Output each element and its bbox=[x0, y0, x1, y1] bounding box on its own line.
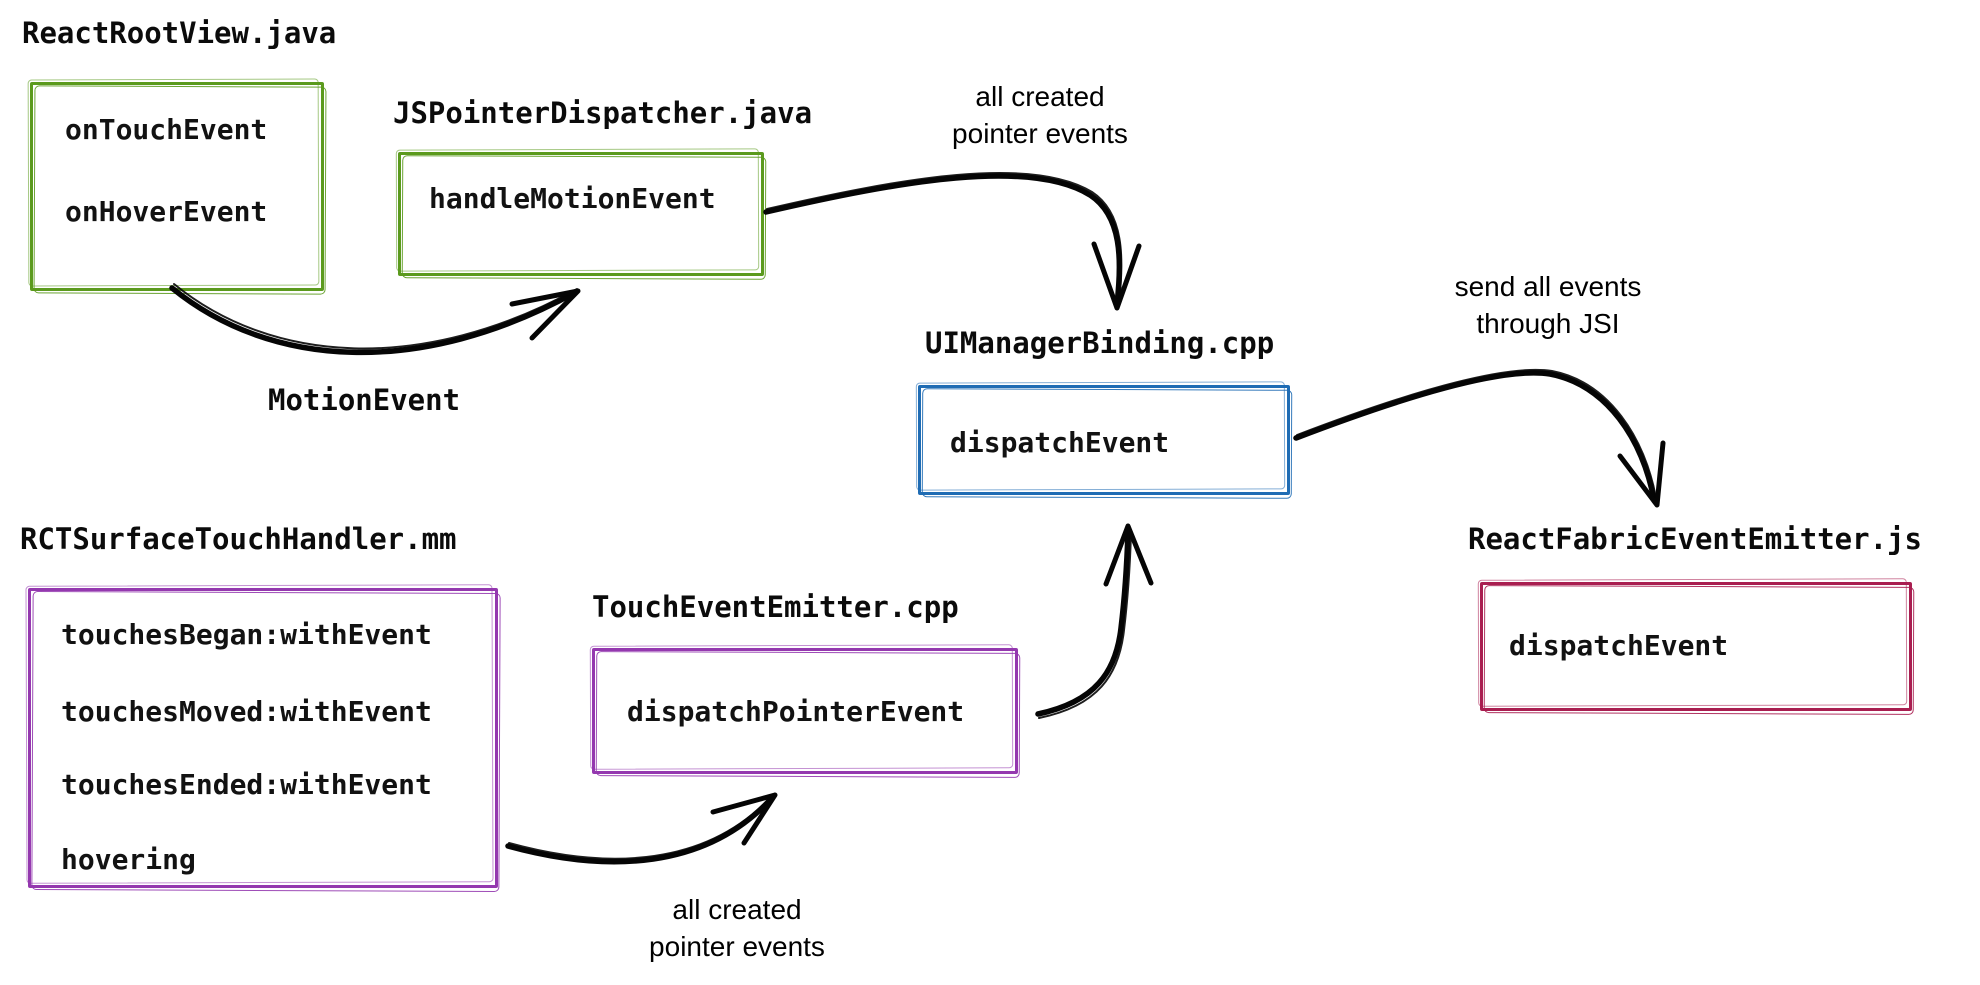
method-hovering: hovering bbox=[61, 843, 196, 876]
node-box-react-root-view: onTouchEvent onHoverEvent bbox=[30, 82, 324, 291]
node-box-touch-event-emitter: dispatchPointerEvent bbox=[592, 648, 1018, 774]
arrow-android-pointer-events bbox=[763, 171, 1142, 311]
arrow-motion-event bbox=[169, 283, 581, 355]
edge-label-motion-event: MotionEvent bbox=[268, 383, 461, 417]
file-title-touch-event-emitter: TouchEventEmitter.cpp bbox=[592, 590, 959, 624]
node-box-react-fabric-event-emitter: dispatchEvent bbox=[1480, 582, 1912, 711]
method-dispatch-event-binding: dispatchEvent bbox=[950, 426, 1170, 459]
method-touches-ended: touchesEnded:withEvent bbox=[61, 768, 432, 801]
edge-label-send-through-jsi: send all events through JSI bbox=[1454, 271, 1642, 339]
node-box-ui-manager-binding: dispatchEvent bbox=[918, 385, 1290, 495]
edge-label-android-pointer-events: all created pointer events bbox=[952, 81, 1128, 149]
arrow-dispatch-pointer-event bbox=[1035, 523, 1154, 719]
method-touches-moved: touchesMoved:withEvent bbox=[61, 695, 432, 728]
file-title-react-root-view: ReactRootView.java bbox=[22, 16, 337, 50]
method-handle-motion-event: handleMotionEvent bbox=[429, 182, 716, 215]
arrow-ios-pointer-events bbox=[505, 792, 778, 865]
node-box-js-pointer-dispatcher: handleMotionEvent bbox=[398, 152, 764, 276]
method-on-touch-event: onTouchEvent bbox=[65, 113, 268, 146]
file-title-ui-manager-binding: UIManagerBinding.cpp bbox=[925, 326, 1275, 360]
edge-label-ios-pointer-events: all created pointer events bbox=[649, 894, 825, 962]
method-on-hover-event: onHoverEvent bbox=[65, 195, 268, 228]
method-dispatch-pointer-event: dispatchPointerEvent bbox=[627, 695, 965, 728]
file-title-js-pointer-dispatcher: JSPointerDispatcher.java bbox=[393, 96, 813, 130]
node-box-rct-surface-touch-handler: touchesBegan:withEvent touchesMoved:with… bbox=[28, 588, 498, 888]
file-title-react-fabric-event-emitter: ReactFabricEventEmitter.js bbox=[1468, 522, 1922, 556]
method-touches-began: touchesBegan:withEvent bbox=[61, 618, 432, 651]
arrow-send-through-jsi bbox=[1293, 368, 1666, 508]
method-dispatch-event-emitter: dispatchEvent bbox=[1509, 629, 1729, 662]
file-title-rct-surface-touch-handler: RCTSurfaceTouchHandler.mm bbox=[20, 522, 457, 556]
